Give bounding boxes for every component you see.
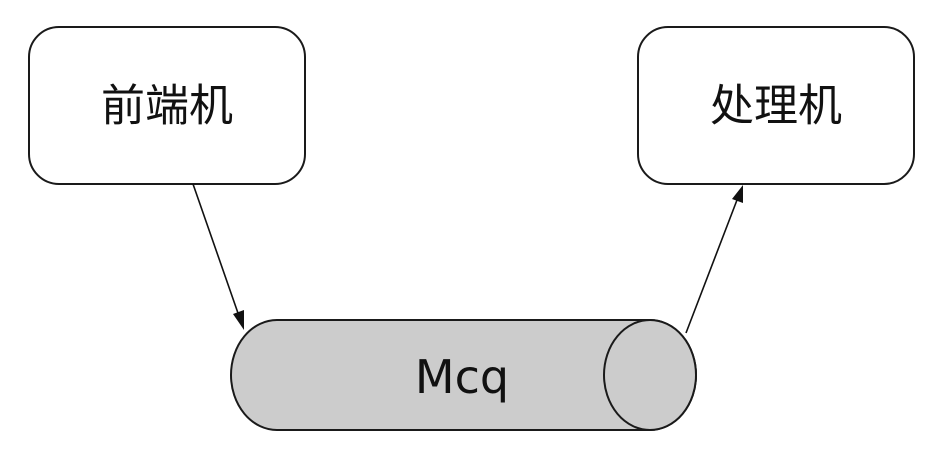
node-processor: 处理机 bbox=[637, 26, 915, 185]
frontend-label: 前端机 bbox=[101, 81, 233, 132]
arrowhead-icon bbox=[732, 185, 743, 203]
frontend-box bbox=[28, 26, 306, 185]
node-frontend: 前端机 bbox=[28, 26, 306, 185]
edge-queue-to-processor-line bbox=[685, 199, 738, 334]
node-queue: Mcq bbox=[230, 319, 697, 431]
edge-queue-to-processor bbox=[685, 185, 743, 334]
queue-cylinder-end bbox=[603, 319, 697, 431]
edge-frontend-to-queue-line bbox=[192, 183, 240, 317]
processor-label: 处理机 bbox=[710, 81, 842, 132]
arrowhead-icon bbox=[233, 310, 244, 330]
edge-frontend-to-queue bbox=[192, 183, 244, 330]
processor-box bbox=[637, 26, 915, 185]
queue-label: Mcq bbox=[415, 350, 509, 404]
